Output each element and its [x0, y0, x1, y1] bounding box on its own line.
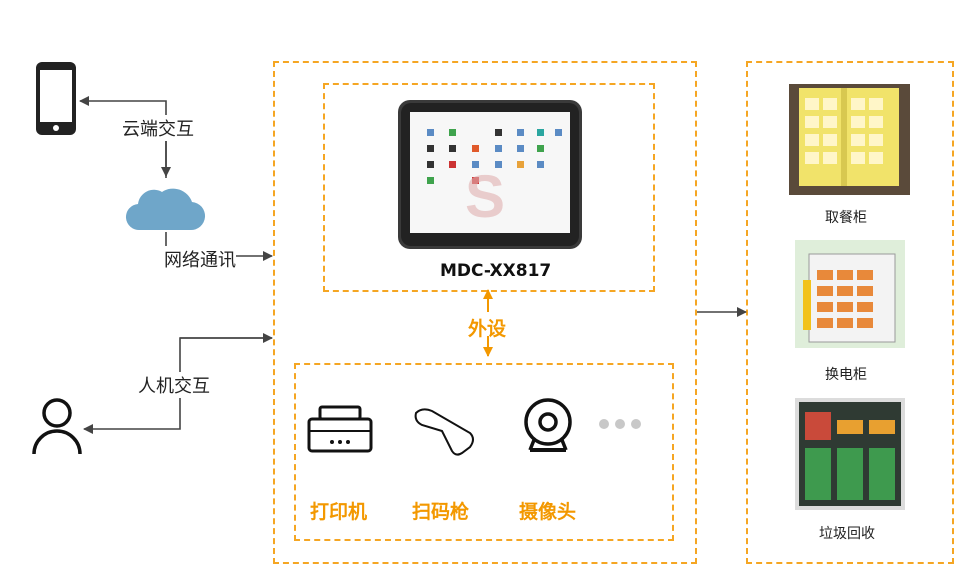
- peripherals-box: [294, 363, 674, 541]
- recycling-cabinet-image: [795, 398, 905, 510]
- printer-icon: [307, 405, 373, 453]
- human-interaction-label: 人机交互: [138, 372, 210, 398]
- cabinets-box: [746, 61, 954, 564]
- cabinet-food-label: 取餐柜: [825, 210, 867, 226]
- cabinet-recycling-label: 垃圾回收: [819, 526, 875, 542]
- network-comm-label: 网络通讯: [164, 246, 236, 272]
- tablet-image: S: [398, 100, 582, 249]
- barcode-scanner-icon: [414, 408, 474, 456]
- peripheral-label: 外设: [468, 318, 507, 340]
- smartphone-icon: [36, 62, 76, 135]
- cabinet-battery-label: 换电柜: [825, 367, 867, 383]
- device-model-label: MDC-XX817: [440, 261, 552, 281]
- cloud-interaction-label: 云端交互: [122, 115, 194, 141]
- peripheral-scanner-label: 扫码枪: [412, 501, 470, 523]
- cloud-icon: [125, 188, 206, 231]
- more-dots-icon: [599, 419, 641, 429]
- food-pickup-cabinet-image: [789, 84, 910, 195]
- svg-text:S: S: [465, 163, 505, 230]
- user-icon: [32, 398, 82, 455]
- webcam-icon: [524, 398, 572, 452]
- peripheral-camera-label: 摄像头: [519, 501, 577, 523]
- battery-swap-cabinet-image: [795, 240, 905, 348]
- peripheral-printer-label: 打印机: [310, 501, 368, 523]
- main-controller-box: [273, 61, 697, 564]
